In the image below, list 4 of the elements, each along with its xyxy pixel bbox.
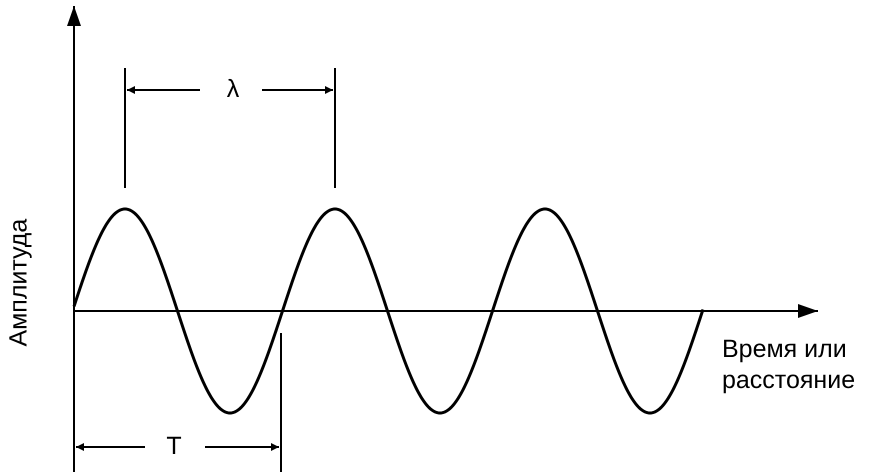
axis-label: Время или расстояние <box>722 334 856 396</box>
dimension-label: λ <box>226 74 240 105</box>
axis-label: Амплитуда <box>3 218 34 346</box>
dimension-label: T <box>165 431 183 462</box>
